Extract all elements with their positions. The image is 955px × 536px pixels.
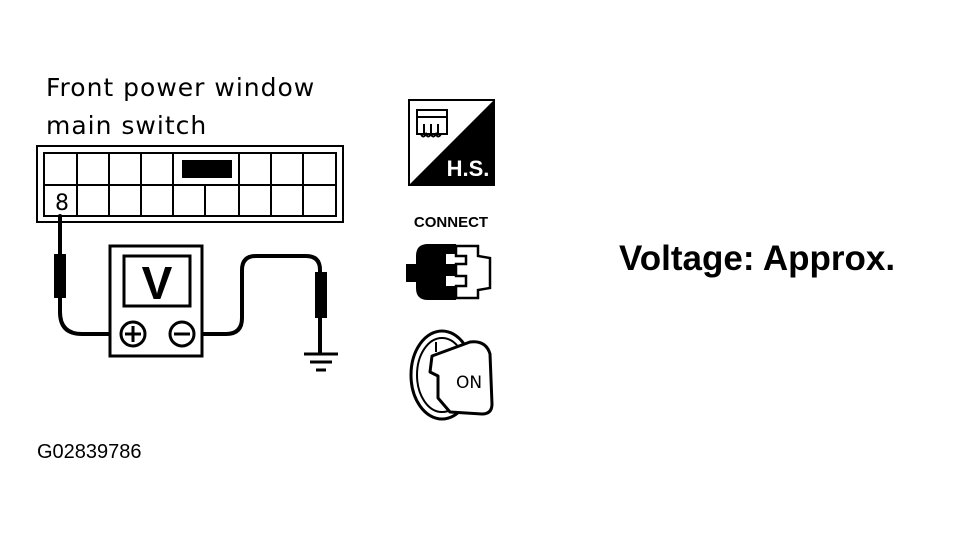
connector-lock-tab	[182, 160, 232, 178]
ignition-key-icon	[409, 329, 494, 421]
pin-number-label: 8	[55, 191, 69, 216]
negative-probe	[315, 272, 327, 318]
positive-probe	[54, 254, 66, 298]
connector-pins-icon	[416, 109, 448, 138]
connector-title-line2: main switch	[46, 111, 207, 140]
test-leads	[58, 214, 322, 354]
voltage-result: Voltage: Approx.	[619, 239, 895, 278]
connect-label: CONNECT	[414, 214, 488, 231]
harness-side-icon	[408, 99, 495, 186]
harness-side-label: H.S.	[447, 156, 490, 181]
ignition-on-label: ON	[456, 373, 482, 393]
ground-icon	[304, 352, 338, 372]
figure-id: G02839786	[37, 441, 142, 463]
voltmeter-label: V	[142, 257, 173, 309]
connector-face	[36, 145, 344, 223]
connector-title-line1: Front power window	[46, 73, 315, 102]
voltmeter	[108, 244, 204, 358]
connector-connect-icon	[406, 244, 492, 300]
